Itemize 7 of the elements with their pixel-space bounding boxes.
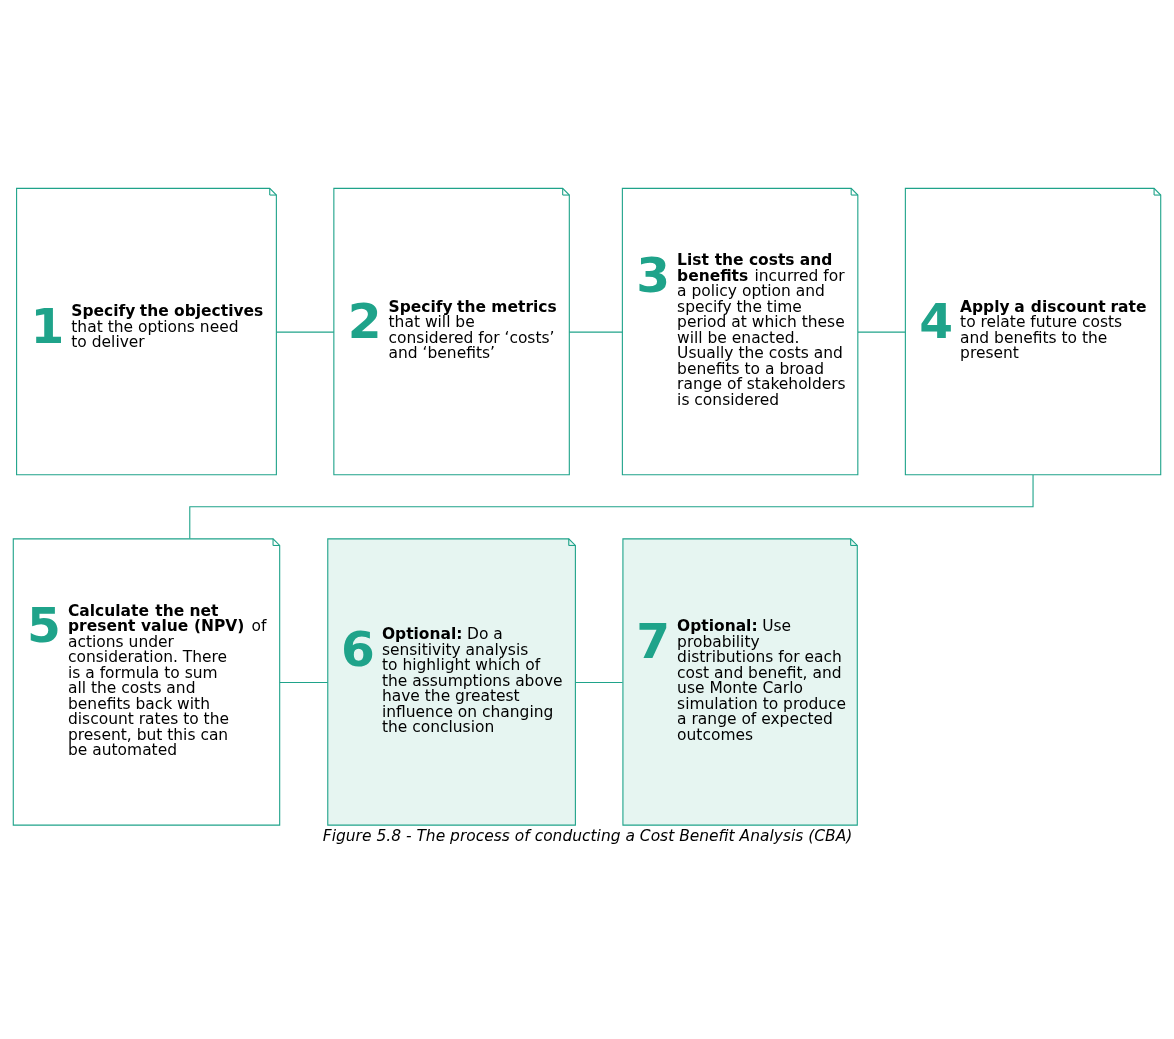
connector — [575, 682, 624, 684]
caption: Figure 5.8 - The process of conducting a Cost Benefit Analysis (CBA) — [322, 826, 853, 845]
connector — [189, 474, 1034, 540]
connector — [857, 331, 906, 333]
connector — [568, 331, 623, 333]
connector — [279, 682, 329, 684]
connector — [276, 331, 335, 333]
